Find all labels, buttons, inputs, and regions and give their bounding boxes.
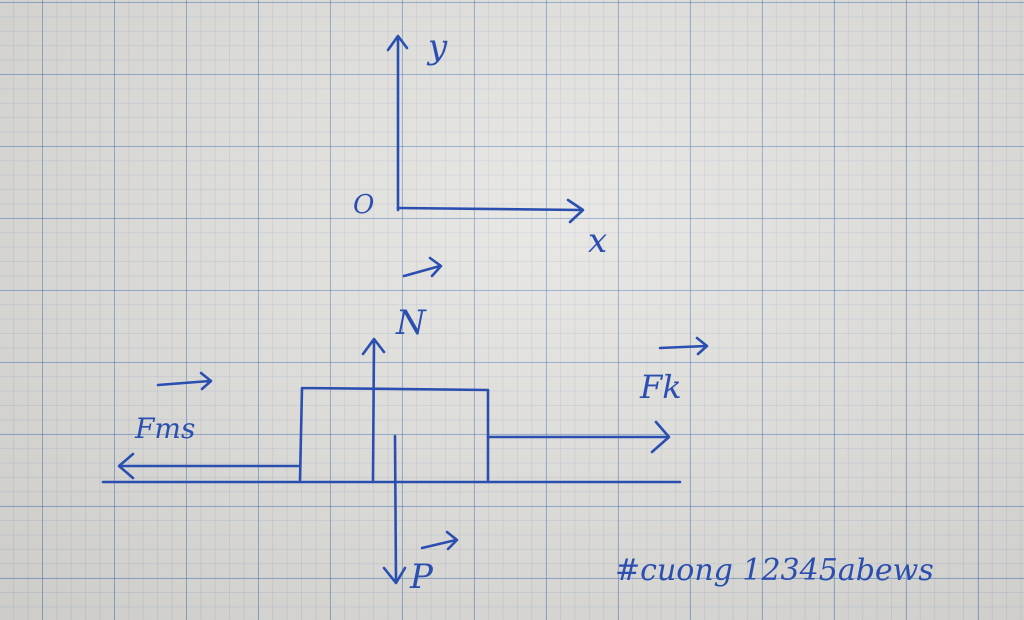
normal-force: N xyxy=(361,256,443,482)
x-axis-arrowhead xyxy=(566,198,585,224)
handwritten-caption: #cuong 12345abews xyxy=(615,553,934,588)
origin-label: O xyxy=(353,190,374,220)
weight-force-label: P xyxy=(409,557,434,597)
x-axis-label: x xyxy=(588,221,607,261)
block xyxy=(298,386,490,482)
normal-force-label: N xyxy=(395,303,427,343)
coordinate-axes: y x O xyxy=(353,27,607,261)
friction-force-label: Fms xyxy=(134,412,195,445)
friction-force: Fms xyxy=(117,371,302,480)
friction-force-vector-mark xyxy=(156,371,213,391)
pulling-force-label: Fk xyxy=(639,368,682,406)
weight-force-arrow xyxy=(393,434,398,584)
pulling-force-arrowhead xyxy=(650,420,671,454)
normal-force-vector-mark xyxy=(402,256,443,278)
friction-force-arrowhead xyxy=(117,452,135,480)
normal-force-arrowhead xyxy=(361,337,386,356)
block-outline xyxy=(298,386,490,482)
pulling-force: Fk xyxy=(486,336,709,454)
y-axis-arrowhead xyxy=(386,34,409,52)
normal-force-arrow xyxy=(371,338,376,482)
pulling-force-vector-mark xyxy=(658,336,709,356)
weight-force: P xyxy=(382,434,459,597)
x-axis xyxy=(396,206,584,212)
weight-force-vector-mark xyxy=(420,530,459,551)
weight-force-arrowhead xyxy=(382,566,407,585)
y-axis-label: y xyxy=(426,27,448,67)
